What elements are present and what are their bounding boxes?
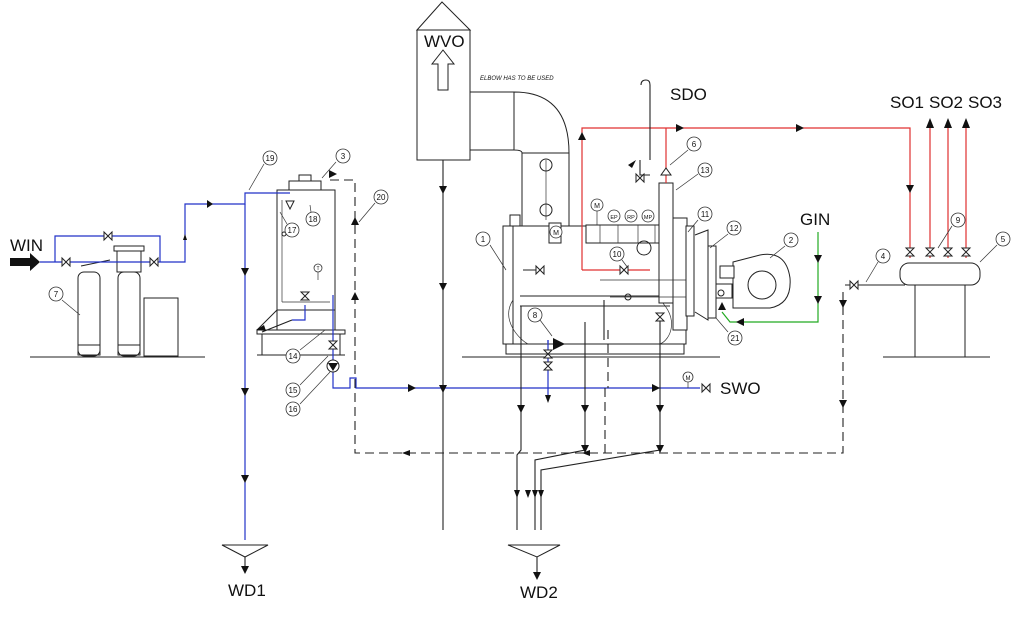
pumps [326, 338, 565, 373]
steam-header [885, 262, 981, 357]
callout-7 [48, 286, 64, 302]
svg-text:8: 8 [533, 311, 538, 320]
instrument-gauges: M M EP RP MP M T [313, 198, 694, 388]
callout-1 [475, 231, 491, 247]
valves [61, 167, 972, 394]
callout-15 [285, 382, 301, 398]
gauge-rp-label: RP [627, 215, 635, 221]
callout-8 [527, 307, 543, 323]
drain-funnel-wd2 [507, 544, 561, 574]
svg-text:21: 21 [731, 334, 740, 343]
label-wd2: WD2 [520, 583, 558, 602]
up-arrow-icon [430, 49, 456, 91]
label-wvo: WVO [424, 32, 465, 51]
elbow-note: ELBOW HAS TO BE USED [480, 76, 554, 82]
label-so1: SO1 [890, 93, 924, 112]
burner [694, 229, 791, 321]
callout-17 [284, 222, 300, 238]
thermometer-label: T [316, 266, 319, 272]
label-so3: SO3 [968, 93, 1002, 112]
motor-gauge-top-label: M [594, 203, 600, 210]
svg-text:4: 4 [881, 252, 886, 261]
win-inlet-arrow-icon [10, 253, 40, 271]
callout-20 [373, 189, 389, 205]
callout-4 [875, 248, 891, 264]
callout-10 [609, 246, 625, 262]
dashed-lines [330, 179, 844, 454]
svg-text:7: 7 [54, 290, 59, 299]
steam-boiler [502, 152, 695, 355]
motor-gauge-swo-label: M [686, 376, 691, 382]
callout-19 [262, 150, 278, 166]
gauge-mp [641, 209, 655, 223]
water-softener-unit [77, 245, 179, 357]
flue-stack [415, 1, 570, 161]
svg-text:12: 12 [730, 224, 739, 233]
callout-2 [783, 232, 799, 248]
gauge-ep-label: EP [610, 215, 618, 221]
label-sdo: SDO [670, 85, 707, 104]
svg-text:20: 20 [377, 193, 386, 202]
svg-text:3: 3 [341, 152, 346, 161]
callout-21 [727, 330, 743, 346]
wd2-arrow-icon [533, 572, 541, 580]
svg-text:2: 2 [789, 236, 794, 245]
label-so2: SO2 [929, 93, 963, 112]
callout-11 [697, 206, 713, 222]
callout-16 [285, 401, 301, 417]
svg-text:11: 11 [701, 210, 710, 219]
callout-9 [950, 212, 966, 228]
svg-text:13: 13 [701, 166, 710, 175]
svg-text:1: 1 [481, 235, 486, 244]
svg-text:6: 6 [692, 140, 697, 149]
so1-arrow-icon [926, 118, 934, 128]
stream-labels: WIN WVO SDO GIN SO1 SO2 SO3 SWO WD1 WD2 … [10, 32, 1002, 602]
floor-lines [30, 354, 990, 358]
svg-text:5: 5 [1001, 235, 1006, 244]
blowdown-pump-icon [553, 338, 565, 350]
svg-text:9: 9 [956, 216, 961, 225]
svg-text:15: 15 [289, 386, 298, 395]
svg-text:18: 18 [309, 215, 318, 224]
callout-6 [686, 136, 702, 152]
label-gin: GIN [800, 210, 830, 229]
water-lines [40, 192, 700, 540]
label-wd1: WD1 [228, 581, 266, 600]
callout-5 [995, 231, 1011, 247]
callout-12 [726, 220, 742, 236]
feed-water-tank [256, 174, 346, 355]
gauge-rp [624, 209, 638, 223]
svg-text:10: 10 [613, 250, 622, 259]
drain-funnel-wd1 [221, 544, 269, 568]
callout-3 [335, 148, 351, 164]
gauge-ep [607, 209, 621, 223]
so3-arrow-icon [962, 118, 970, 128]
gas-lines [721, 232, 819, 323]
label-swo: SWO [720, 379, 761, 398]
callout-13 [697, 162, 713, 178]
label-win: WIN [10, 236, 43, 255]
gauge-mp-label: MP [644, 215, 653, 221]
motor-gauge-boiler-label: M [553, 230, 559, 237]
svg-text:14: 14 [289, 352, 298, 361]
svg-text:17: 17 [288, 226, 297, 235]
wd1-arrow-icon [241, 566, 249, 574]
callouts: 1 2 3 4 5 6 7 8 9 10 11 12 [48, 136, 1011, 417]
svg-text:19: 19 [266, 154, 275, 163]
callout-18 [305, 211, 321, 227]
svg-text:16: 16 [289, 405, 298, 414]
flow-arrows [10, 118, 970, 580]
so2-arrow-icon [944, 118, 952, 128]
motor-gauge-boiler [549, 225, 563, 239]
callout-14 [285, 348, 301, 364]
